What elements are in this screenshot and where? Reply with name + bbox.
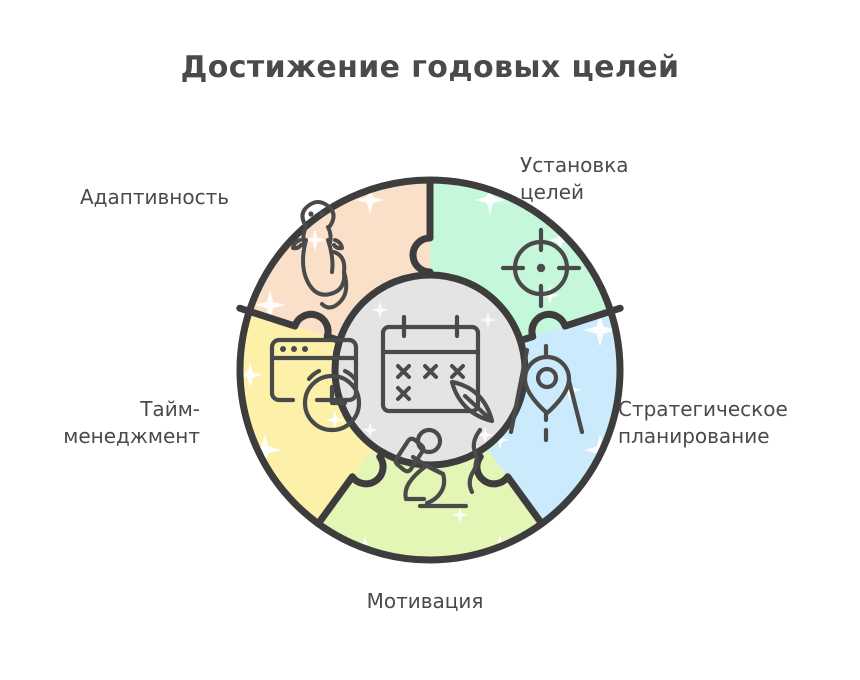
puzzle-divider-group: [236, 176, 624, 528]
calendar-check-pen-icon: [380, 314, 495, 424]
browser-window-left: [269, 337, 296, 403]
segment-label-adaptability: Адаптивность: [80, 185, 230, 209]
segment-label-time-management: Тайм- менеджмент: [63, 397, 200, 448]
chameleon-foreleg-right: [332, 238, 344, 251]
chameleon-tail-curl: [320, 270, 349, 310]
runner-arm-back: [393, 436, 426, 474]
runner-leg-back: [403, 463, 429, 502]
running-person-icon: [393, 427, 483, 509]
chameleon-tail-base: [332, 250, 347, 274]
clock-hands: [329, 384, 348, 406]
road-map-pin-icon: [508, 343, 585, 443]
chameleon-head: [300, 200, 336, 228]
divider-top: [409, 176, 434, 314]
puzzle-donut-diagram: [130, 120, 730, 620]
calendar-x-marks: [396, 364, 465, 401]
chameleon-body: [301, 238, 347, 297]
clock-bell-left: [306, 368, 322, 382]
segment-label-strategic-planning: Стратегическое планирование: [618, 397, 788, 448]
chameleon-eye-right: [319, 211, 325, 217]
center-hub[interactable]: [331, 271, 529, 469]
puzzle-diagram-svg: [220, 160, 640, 580]
runner-path-curve: [467, 427, 483, 495]
chameleon-eye-left: [308, 211, 314, 217]
segment-label-motivation: Мотивация: [366, 589, 484, 613]
divider-upper-right: [474, 304, 624, 358]
page-title: Достижение годовых целей: [180, 50, 680, 85]
segment-label-goal-setting: Установка целей: [520, 153, 629, 204]
chameleon-body-inner: [326, 238, 335, 274]
browser-clock-icon: [269, 337, 362, 433]
browser-window-frame: [276, 337, 359, 403]
divider-lower-left: [314, 406, 418, 528]
calendar-body: [380, 324, 481, 414]
segment-fill-motivation[interactable]: [306, 370, 554, 580]
target-crosshair-icon: [500, 227, 582, 309]
pen-stroke: [462, 393, 493, 422]
runner-leg-front: [424, 471, 447, 506]
road-left-edge: [508, 347, 530, 435]
browser-dots: [280, 346, 308, 352]
chameleon-icon: [291, 200, 349, 310]
clock-face: [302, 373, 362, 433]
clock-bell-right: [342, 368, 358, 382]
divider-upper-left: [236, 304, 386, 358]
pen-nib: [449, 379, 495, 424]
chameleon-foreleg-left: [291, 238, 303, 251]
map-pin-dot: [535, 366, 559, 390]
